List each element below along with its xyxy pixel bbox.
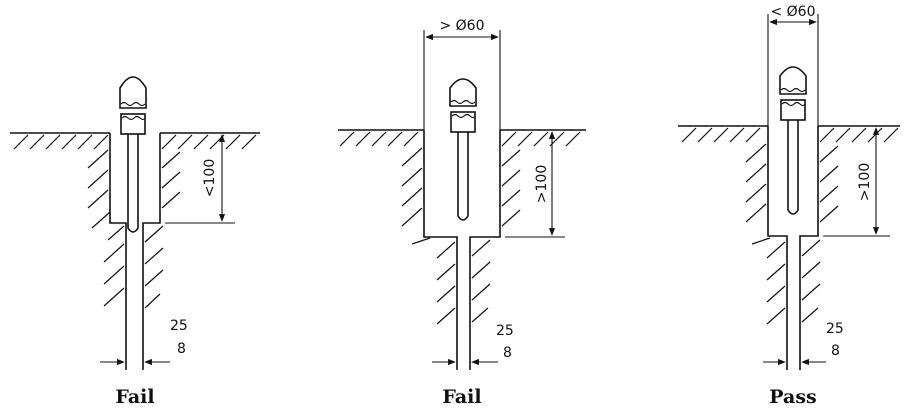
verdict-label: Pass xyxy=(769,386,816,408)
ground-hatch xyxy=(339,131,581,325)
panel-right: < Ø60 >100 25 8 Pass xyxy=(678,4,900,408)
depth-label: <100 xyxy=(202,159,218,197)
rod-dim-bottom: 8 xyxy=(503,345,512,361)
opening-label: < Ø60 xyxy=(770,4,815,20)
depth-label: >100 xyxy=(534,165,550,203)
rod-dim-top: 25 xyxy=(826,321,844,337)
ground-hatch xyxy=(13,134,257,309)
rod-dim-top: 25 xyxy=(170,318,188,334)
rod-dim-bottom: 8 xyxy=(831,343,840,359)
opening-label: > Ø60 xyxy=(439,18,484,34)
test-probe xyxy=(779,66,807,215)
panel-left: <100 25 8 Fail xyxy=(10,76,260,408)
ground-hatch xyxy=(681,127,899,325)
panel-middle: > Ø60 >100 25 8 Fail xyxy=(338,18,586,408)
verdict-label: Fail xyxy=(442,386,481,408)
rod-dim-top: 25 xyxy=(496,323,514,339)
depth-label: >100 xyxy=(857,163,873,201)
rod-dim-bottom: 8 xyxy=(177,341,186,357)
test-probe xyxy=(119,76,147,233)
verdict-label: Fail xyxy=(115,386,154,408)
test-probe xyxy=(449,78,477,221)
